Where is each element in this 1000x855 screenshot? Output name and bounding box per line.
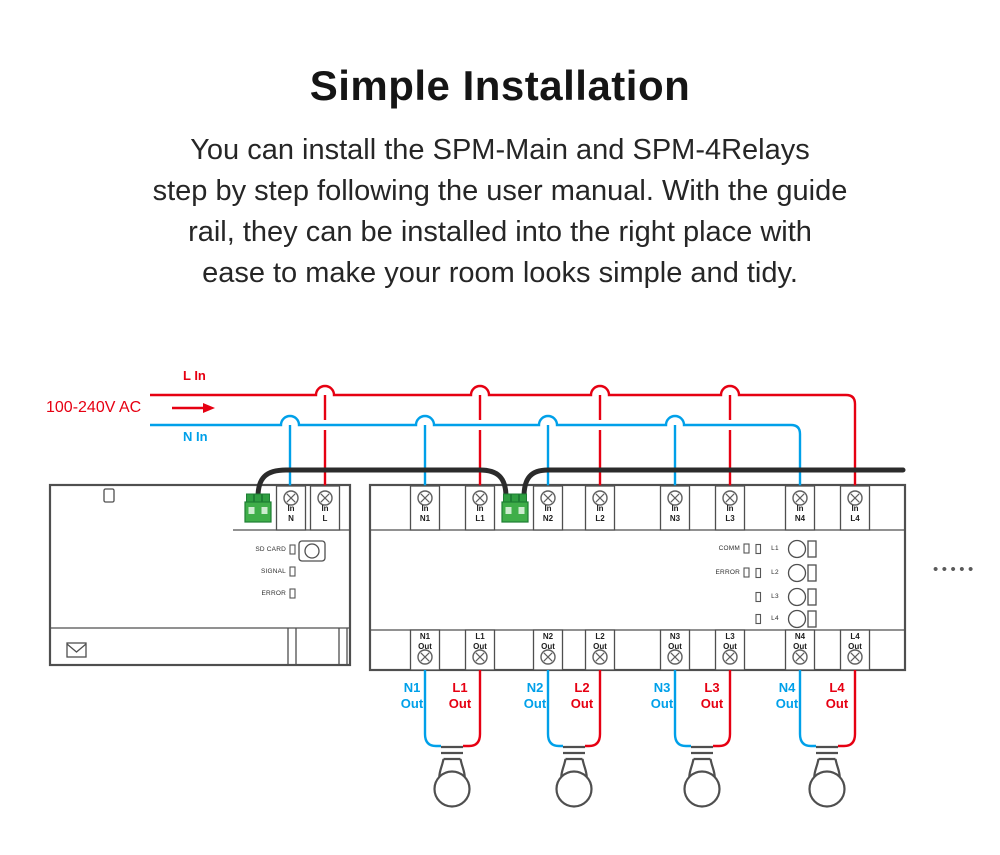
description-line: step by step following the user manual. … bbox=[152, 175, 848, 207]
main-status-error: ERROR bbox=[261, 590, 286, 597]
live-wire bbox=[150, 384, 857, 486]
light-bulb-icon bbox=[433, 745, 471, 808]
sd-slot-icon bbox=[103, 488, 115, 503]
live-output-wires bbox=[463, 670, 857, 748]
light-bulb-icon bbox=[808, 745, 846, 808]
main-status-signal: SIGNAL bbox=[260, 568, 286, 575]
neutral-output-wires bbox=[423, 670, 816, 748]
more-units-dots: ••••• bbox=[933, 561, 977, 578]
green-connector-relay bbox=[501, 493, 529, 523]
page-title: Simple Installation bbox=[309, 62, 691, 109]
light-bulb-icon bbox=[555, 745, 593, 808]
live-in-label: L In bbox=[183, 368, 206, 383]
main-reset-button bbox=[298, 540, 326, 562]
envelope-icon bbox=[66, 642, 87, 658]
voltage-label: 100-240V AC bbox=[46, 399, 142, 416]
relay-status-comm: COMM bbox=[718, 545, 740, 552]
supply-direction-arrow bbox=[172, 403, 215, 413]
description-line: You can install the SPM-Main and SPM-4Re… bbox=[190, 134, 810, 166]
relay-status-error: ERROR bbox=[715, 569, 740, 576]
light-bulb-icon bbox=[683, 745, 721, 808]
channel-label-l4: L4 bbox=[771, 615, 779, 622]
main-status-leds bbox=[289, 544, 296, 599]
description-line: rail, they can be installed into the rig… bbox=[188, 216, 812, 248]
neutral-in-label: N In bbox=[183, 429, 208, 444]
main-status-sd-card: SD CARD bbox=[255, 546, 286, 553]
neutral-wire bbox=[150, 414, 802, 486]
spm-4relays-unit bbox=[368, 483, 907, 672]
channel-label-l1: L1 bbox=[771, 545, 779, 552]
description: You can install the SPM-Main and SPM-4Re… bbox=[0, 130, 1000, 294]
comm-cable bbox=[255, 467, 906, 500]
green-connector-main bbox=[244, 493, 272, 523]
channel-label-l3: L3 bbox=[771, 593, 779, 600]
channel-label-l2: L2 bbox=[771, 569, 779, 576]
description-line: ease to make your room looks simple and … bbox=[202, 257, 798, 289]
relay-status-leds bbox=[743, 543, 750, 578]
